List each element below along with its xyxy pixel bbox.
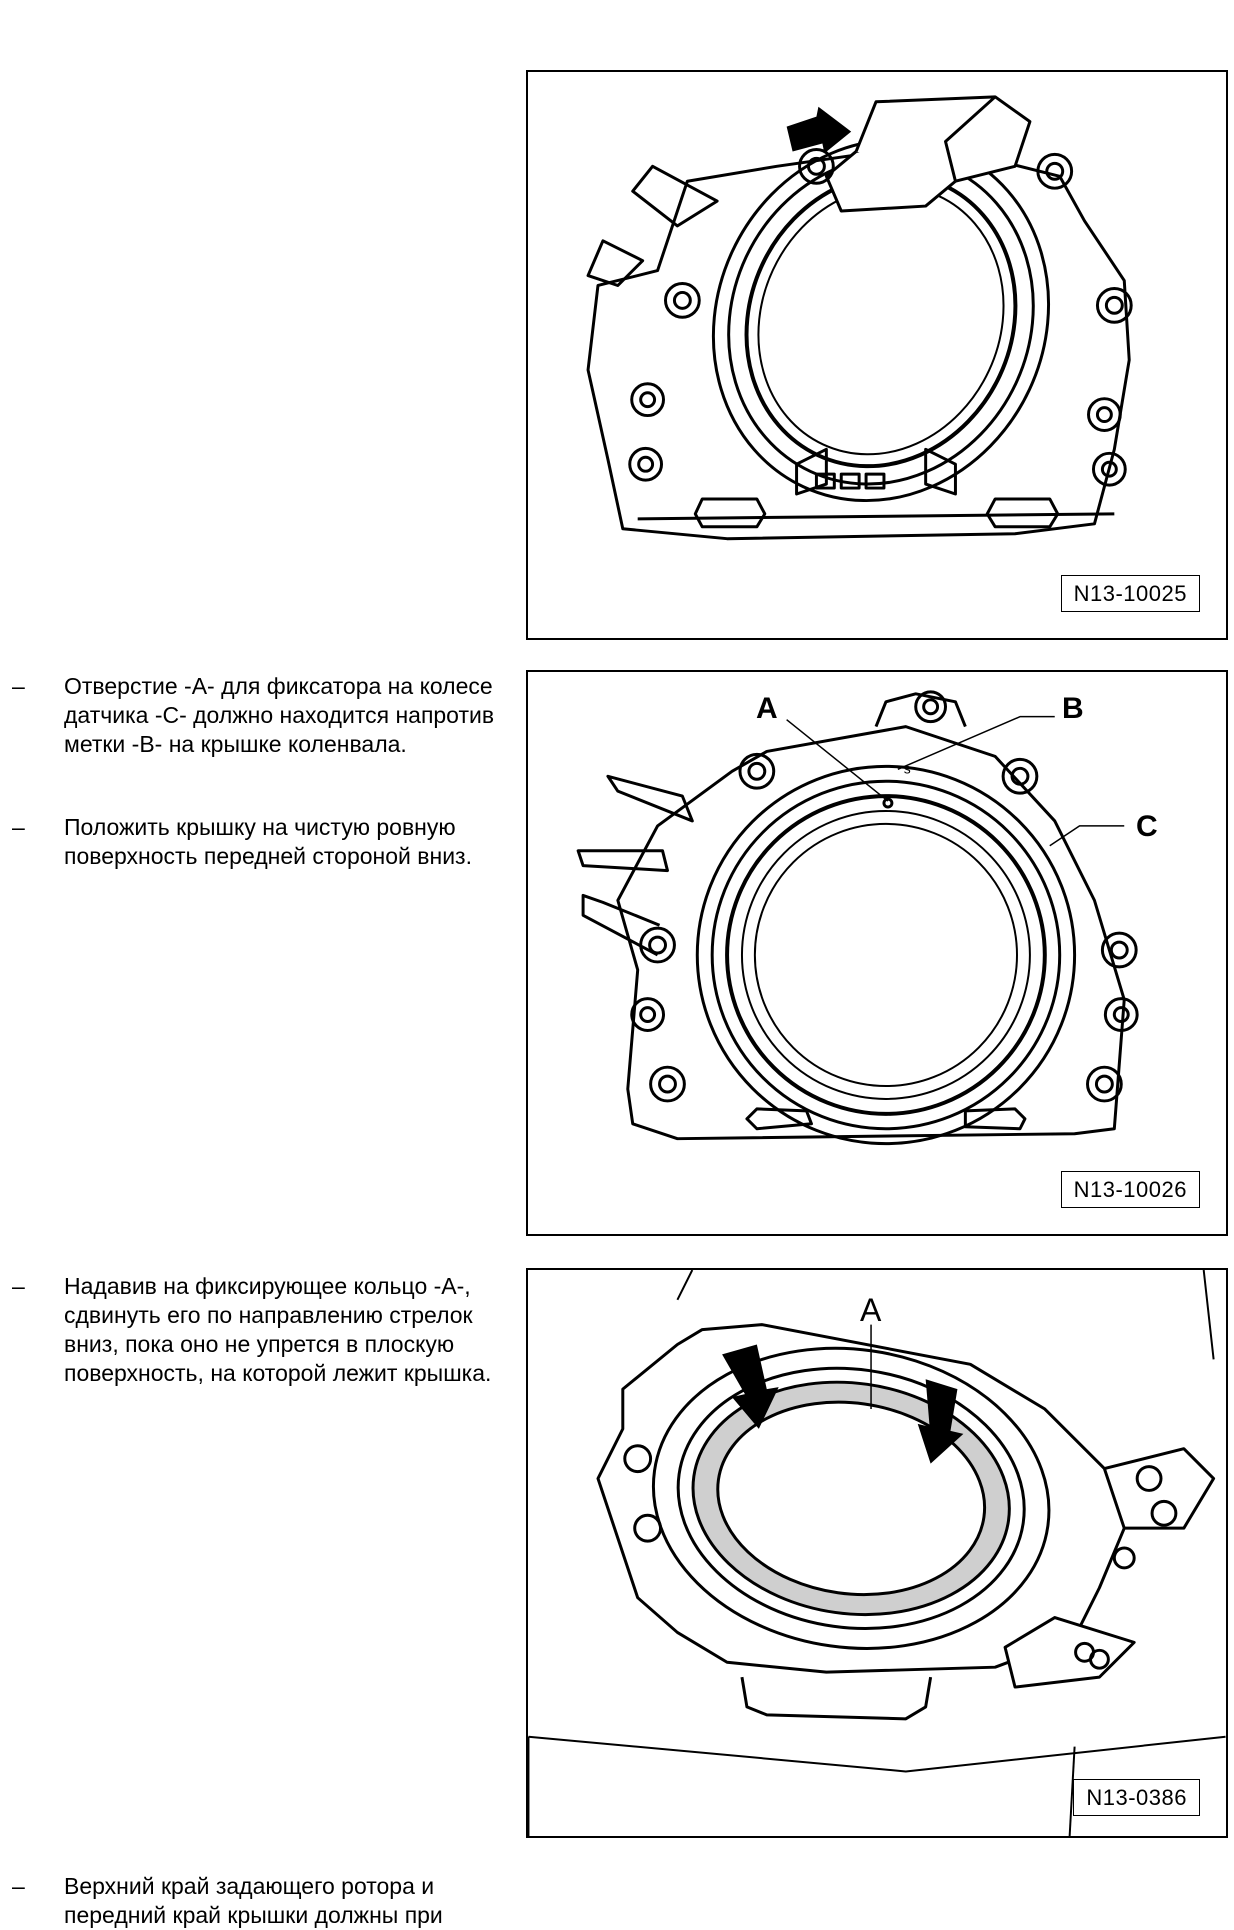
figure-2-id: N13-10026 [1060, 1171, 1200, 1208]
push-direction-arrow [786, 106, 852, 154]
figure-2: s A B C N13-10026 [526, 670, 1228, 1236]
figure-2-drawing: s [576, 690, 1139, 1146]
figure-3-drawing [528, 1270, 1226, 1836]
figure-1-drawing [586, 95, 1133, 541]
press-arrow-left [722, 1344, 779, 1429]
figure-3: A N13-0386 [526, 1268, 1228, 1838]
bullet-dash: – [12, 1273, 25, 1299]
step-2: – Положить крышку на чистую ровную повер… [10, 813, 510, 871]
step-4: – Верхний край задающего ротора и передн… [10, 1872, 510, 1930]
svg-text:s: s [904, 760, 911, 776]
bullet-dash: – [12, 1873, 25, 1899]
figure-1: N13-10025 [526, 70, 1228, 640]
bullet-dash: – [12, 814, 25, 840]
figure-3-id: N13-0386 [1073, 1779, 1200, 1816]
step-text: Надавив на фиксирующее кольцо -A-, сдвин… [64, 1273, 492, 1386]
callout-a: A [756, 692, 778, 725]
step-1: – Отверстие -A- для фиксатора на колесе … [10, 672, 510, 759]
step-text: Положить крышку на чистую ровную поверхн… [64, 814, 472, 869]
step-text: Отверстие -A- для фиксатора на колесе да… [64, 673, 495, 757]
step-3: – Надавив на фиксирующее кольцо -A-, сдв… [10, 1272, 510, 1388]
callout-c: C [1136, 810, 1158, 843]
bullet-dash: – [12, 673, 25, 699]
callout-a: A [860, 1292, 882, 1328]
figure-1-id: N13-10025 [1060, 575, 1200, 612]
callout-b: B [1062, 692, 1084, 725]
press-arrow-right [917, 1379, 964, 1464]
step-text: Верхний край задающего ротора и передний… [64, 1873, 443, 1928]
